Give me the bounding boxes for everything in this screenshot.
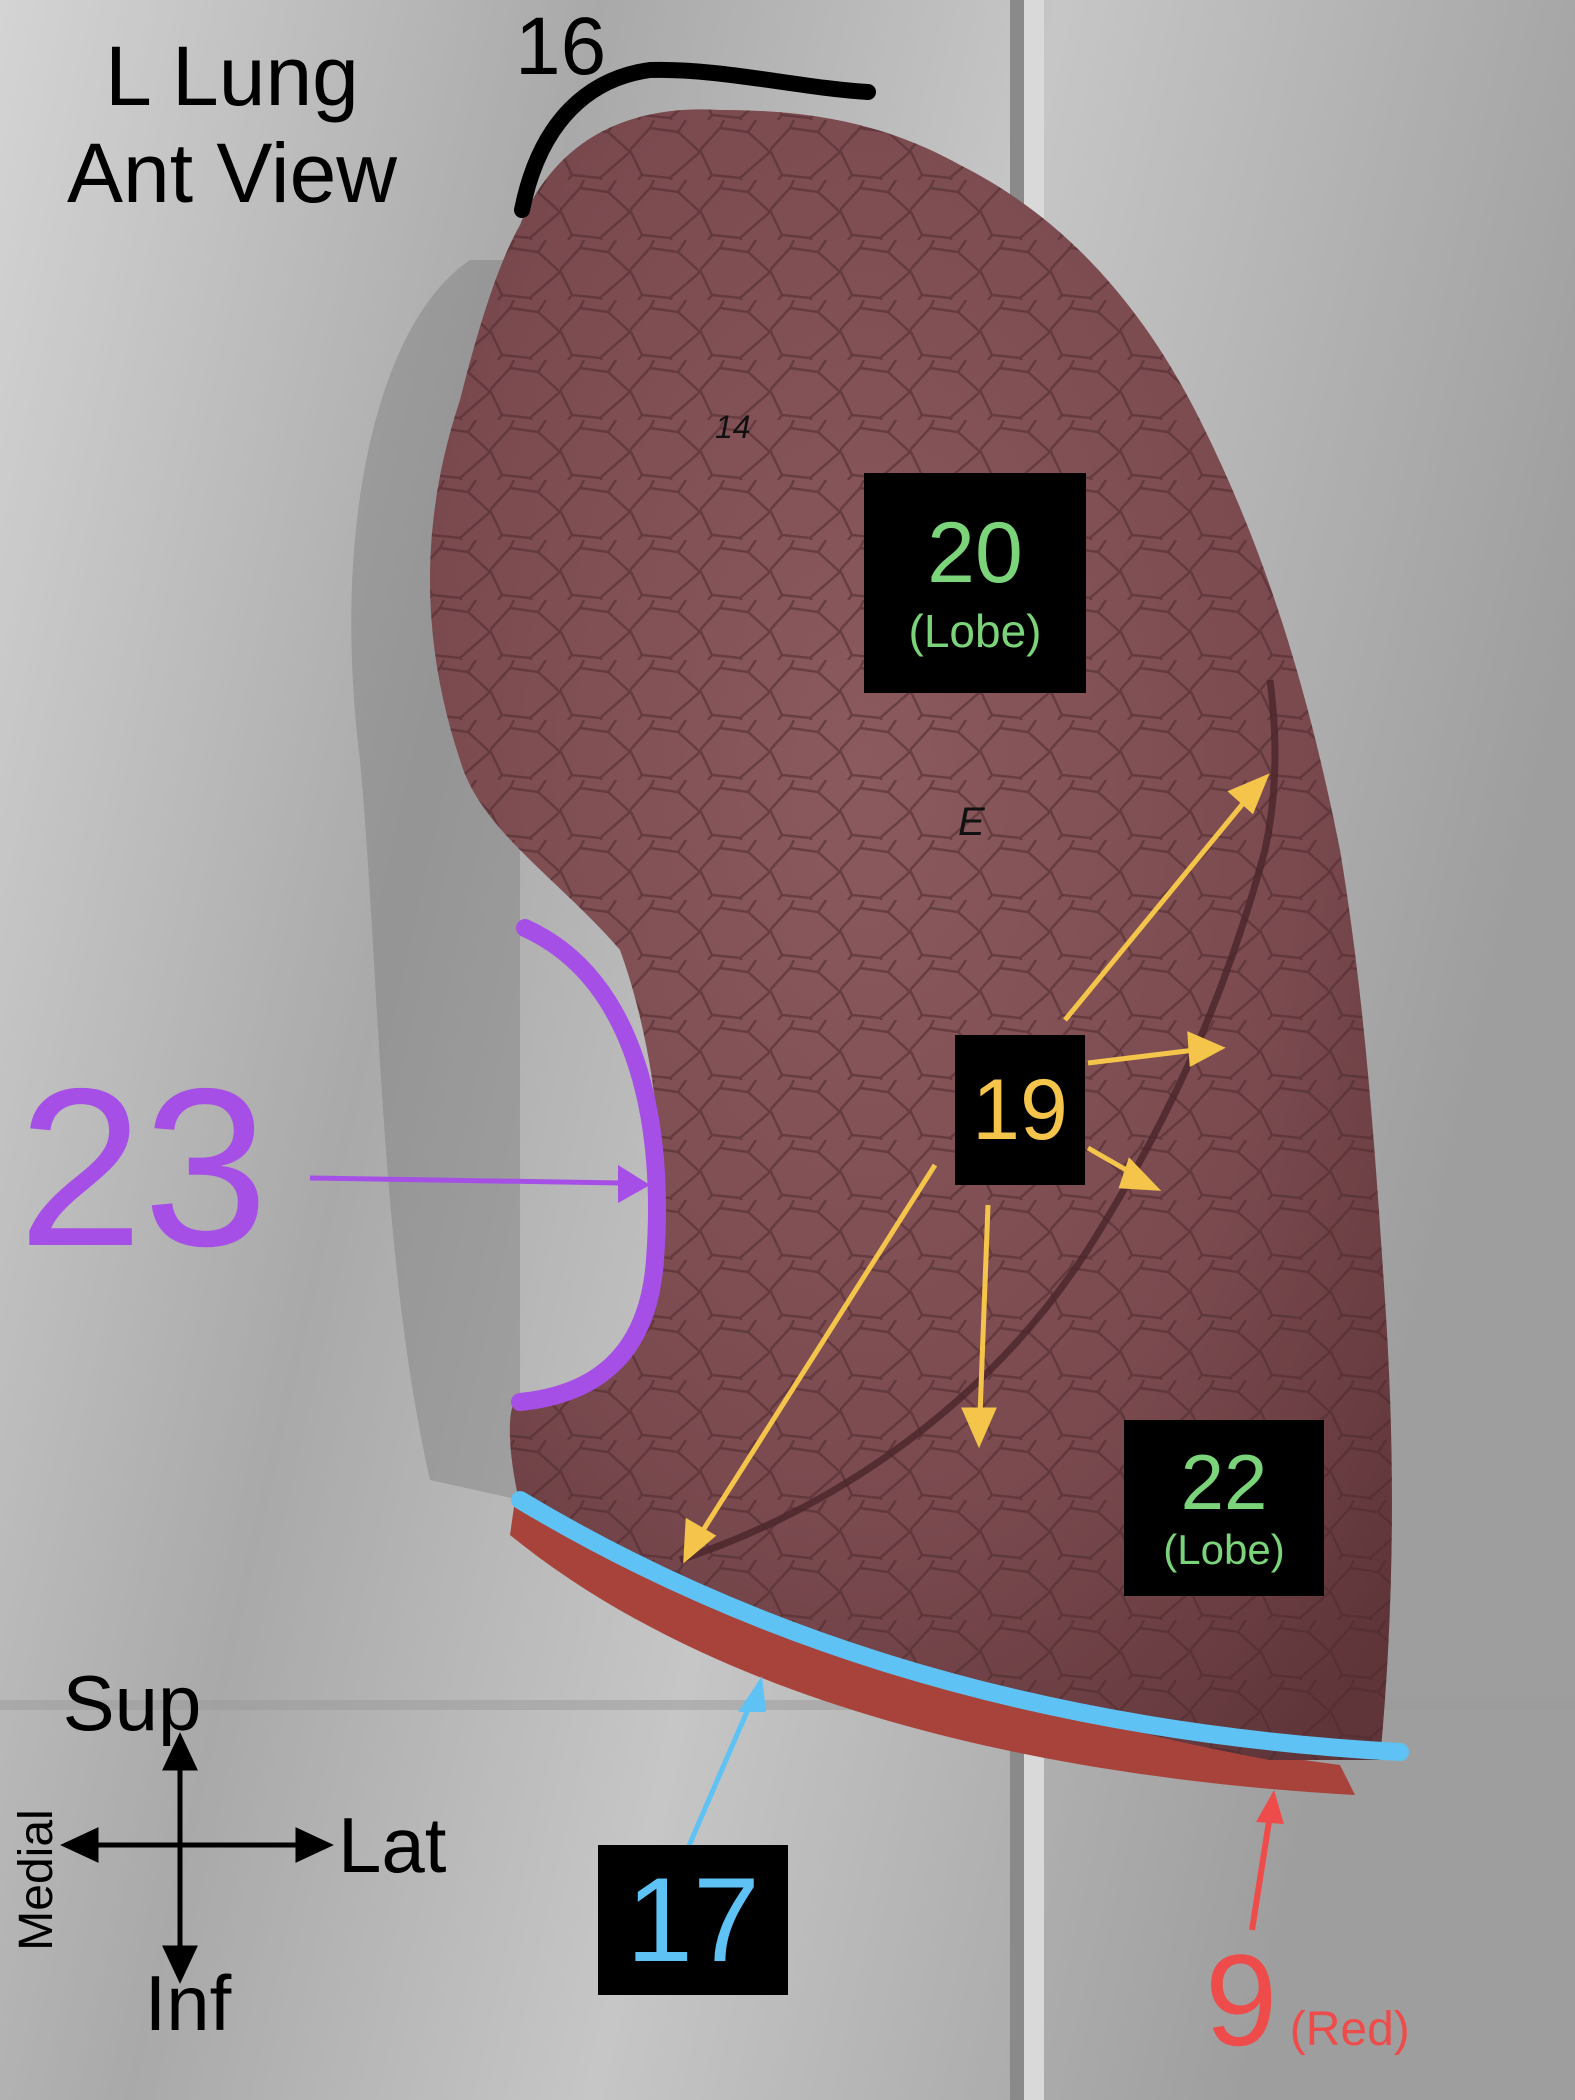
label-fissure-number: 19 <box>972 1062 1068 1158</box>
label-box-upper-lobe: 20 (Lobe) <box>864 473 1086 693</box>
cardiac-notch-outline <box>511 919 666 1411</box>
apex-outline <box>514 61 876 218</box>
diaphragm-arrowhead <box>1256 1790 1284 1824</box>
inferior-border-arrowhead <box>738 1676 766 1712</box>
label-box-fissure: 19 <box>955 1035 1085 1185</box>
steel-seam-bottom <box>0 1700 1575 1710</box>
label-upper-lobe-number: 20 <box>927 504 1023 601</box>
oblique-fissure <box>678 679 1279 1564</box>
specimen-letter: E <box>958 800 986 844</box>
label-lower-lobe-note: (Lobe) <box>1163 1525 1285 1573</box>
view-title-line1: L Lung <box>105 29 359 123</box>
orientation-compass <box>60 1732 334 1984</box>
fissure-arrows <box>683 773 1270 1564</box>
compass-lat-label: Lat <box>338 1801 447 1889</box>
inferior-border-arrow <box>685 1699 755 1849</box>
label-apex: 16 <box>515 1 607 92</box>
diaphragm-surface <box>510 1500 1355 1795</box>
label-cardiac-notch: 23 <box>18 1041 269 1293</box>
specimen-code: 14 <box>715 409 751 445</box>
cardiac-notch-arrowhead <box>618 1165 650 1203</box>
cardiac-notch-arrow <box>309 1175 623 1186</box>
diaphragm-arrow <box>1249 1814 1273 1931</box>
view-title: L Lung Ant View <box>22 28 442 221</box>
compass-sup-label: Sup <box>63 1659 202 1747</box>
compass-medial-label: Medial <box>10 1809 63 1950</box>
compass-inf-label: Inf <box>145 1959 232 2047</box>
lung-texture <box>430 109 1392 1761</box>
label-upper-lobe-note: (Lobe) <box>908 604 1042 657</box>
label-box-inferior-border: 17 <box>598 1845 788 1995</box>
label-inferior-border-number: 17 <box>626 1853 760 1987</box>
view-title-line2: Ant View <box>67 125 397 220</box>
inferior-border-outline <box>511 1491 1409 1761</box>
label-diaphragm-number: 9 <box>1205 1927 1278 2073</box>
label-diaphragm: 9 (Red) <box>1205 1935 1410 2065</box>
label-box-lower-lobe: 22 (Lobe) <box>1124 1420 1324 1596</box>
label-diaphragm-note: (Red) <box>1289 2003 1410 2056</box>
label-lower-lobe-number: 22 <box>1180 1437 1268 1526</box>
